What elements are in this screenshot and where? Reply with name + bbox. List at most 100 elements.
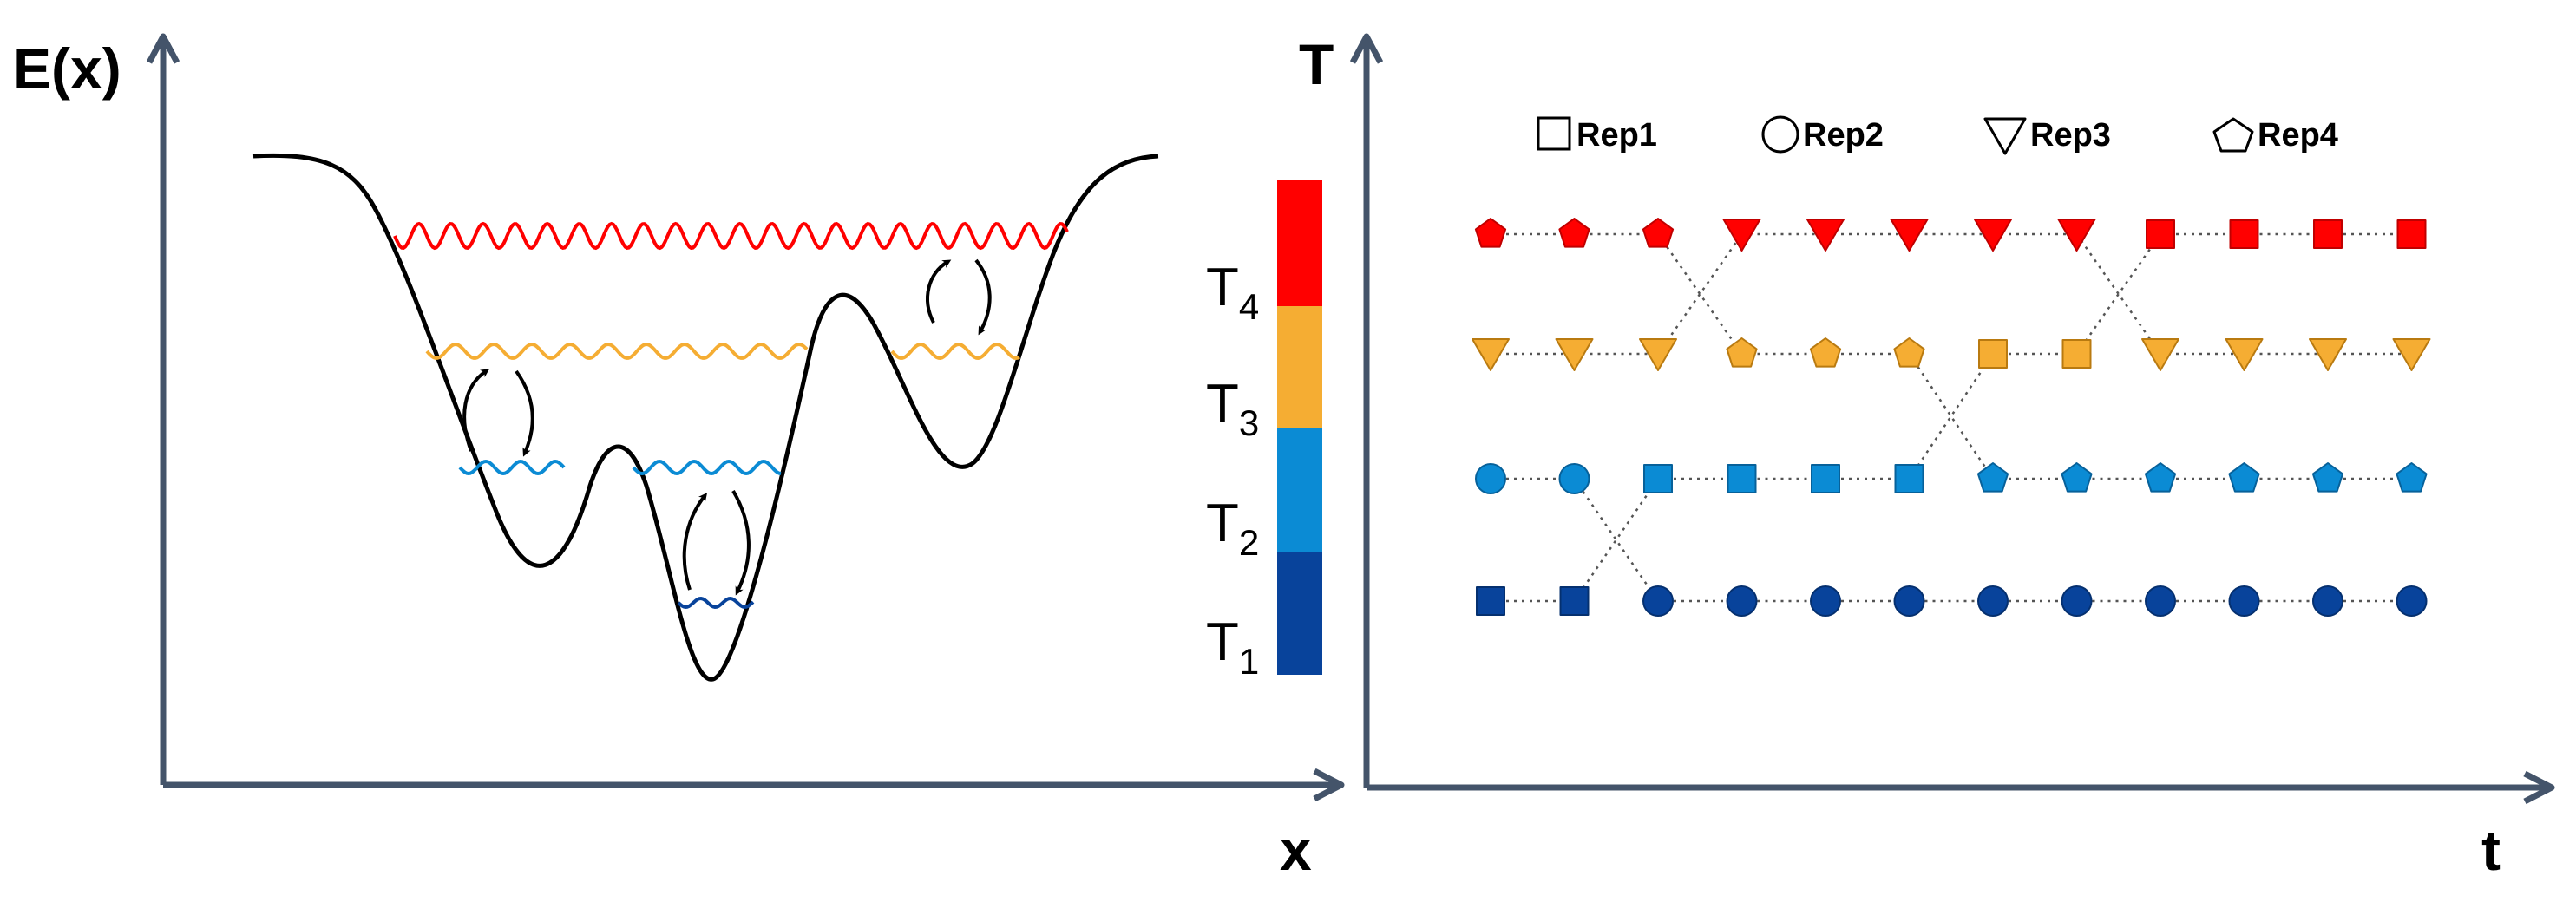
square-icon: [1537, 116, 1571, 151]
trajectory-link-triangle-down: [1656, 233, 1743, 355]
replica-timeline-panel: T t Rep1 Rep2 Rep3 Rep4: [1299, 32, 2555, 882]
replica-marker-t1-circle: [2396, 585, 2428, 617]
trajectory-link-square: [2075, 233, 2162, 355]
replica-marker-t2-square: [1894, 464, 1924, 493]
colorbar-label-t3: T3: [1206, 374, 1259, 443]
replica-marker-t3-triangle-down: [2225, 338, 2264, 371]
replica-marker-t1-circle: [2228, 585, 2260, 617]
wave-t4: [393, 221, 1069, 251]
swap-arrows-t4-t3: [926, 258, 992, 336]
legend-label-rep3: Rep3: [2030, 117, 2111, 154]
swap-arrow-up: [682, 493, 708, 591]
replica-marker-t1-circle: [1642, 585, 1674, 617]
legend-item-rep3: Rep3: [1983, 117, 2111, 155]
colorbar-segment-t1: [1277, 552, 1322, 675]
replica-marker-t4-pentagon: [1558, 218, 1590, 248]
swap-arrow-up: [926, 259, 952, 324]
pentagon-icon: [2212, 117, 2254, 153]
trajectory-link-circle: [1573, 478, 1660, 602]
energy-landscape-curve: [252, 153, 1159, 682]
swap-arrow-down: [515, 369, 534, 457]
replica-marker-t4-pentagon: [1642, 218, 1675, 248]
swap-arrow-down: [731, 489, 751, 596]
energy-landscape-panel: E(x) x T4 T3 T: [13, 33, 1345, 882]
replica-marker-t1-circle: [1810, 585, 1841, 617]
replica-marker-t1-square: [1559, 586, 1590, 616]
replica-marker-t2-pentagon: [2144, 462, 2177, 493]
replica-marker-t2-square: [1643, 464, 1673, 493]
legend-item-rep2: Rep2: [1761, 115, 1884, 154]
replica-marker-t4-square: [2146, 219, 2175, 249]
replica-marker-t3-pentagon: [1726, 337, 1758, 368]
replica-marker-t2-pentagon: [2228, 462, 2260, 493]
replica-marker-t4-triangle-down: [2057, 219, 2096, 252]
time-axis-arrow: [2523, 770, 2555, 805]
colorbar-segment-t3: [1277, 306, 1322, 428]
replica-marker-t3-triangle-down: [2141, 338, 2179, 371]
replica-marker-t1-circle: [2061, 585, 2093, 617]
replica-marker-t3-pentagon: [1809, 337, 1842, 368]
replica-legend: Rep1 Rep2 Rep3 Rep4: [1537, 115, 2338, 155]
colorbar-segment-t2: [1277, 428, 1322, 552]
replica-marker-t4-square: [2229, 219, 2259, 249]
wave-t1: [677, 596, 755, 610]
trajectory-link-pentagon: [1908, 353, 1995, 480]
replica-trajectory-links: [1491, 232, 2412, 603]
replica-marker-t1-circle: [1893, 585, 1925, 617]
replica-marker-t2-square: [1727, 464, 1757, 493]
wave-t2-middle-basin: [632, 459, 782, 476]
replica-marker-t3-triangle-down: [1555, 338, 1594, 371]
energy-x-axis-label: x: [1280, 818, 1312, 882]
trajectory-link-square: [1908, 353, 1995, 480]
replica-marker-t2-pentagon: [2061, 462, 2093, 493]
trajectory-link-pentagon: [1656, 233, 1743, 355]
replica-marker-t2-pentagon: [1976, 462, 2009, 493]
replica-marker-t4-triangle-down: [1722, 219, 1761, 252]
colorbar-label-t2: T2: [1206, 493, 1259, 563]
replica-marker-t2-square: [1811, 464, 1840, 493]
trajectory-link-square: [1573, 478, 1660, 602]
replica-marker-t2-circle: [1475, 463, 1506, 494]
legend-label-rep2: Rep2: [1803, 117, 1884, 154]
wave-t2-left-basin: [458, 459, 566, 476]
replica-marker-t4-square: [2313, 219, 2343, 249]
replica-marker-t2-pentagon: [2311, 462, 2344, 493]
swap-arrow-up: [462, 369, 490, 452]
time-axis-label: t: [2481, 818, 2501, 882]
replica-marker-t3-triangle-down: [2309, 338, 2347, 371]
colorbar-label-t4: T4: [1206, 258, 1259, 327]
colorbar-label-t1: T1: [1206, 612, 1259, 682]
replica-marker-t4-triangle-down: [1890, 219, 1929, 252]
replica-marker-t1-circle: [1977, 585, 2009, 617]
replica-marker-t4-pentagon: [1474, 218, 1507, 248]
swap-arrows-t3-t2: [462, 369, 534, 457]
replica-marker-t3-triangle-down: [2392, 338, 2431, 371]
energy-y-axis-label: E(x): [13, 36, 121, 101]
replica-marker-t1-square: [1476, 586, 1505, 616]
trajectory-link-triangle-down: [2075, 233, 2162, 355]
replica-marker-t1-circle: [2312, 585, 2343, 617]
wave-t3-left-basin: [425, 343, 809, 360]
triangle-down-icon: [1983, 117, 2027, 155]
replica-marker-t1-circle: [2145, 585, 2176, 617]
replica-marker-t3-square: [2061, 339, 2092, 369]
temperature-axis-label: T: [1299, 32, 1334, 96]
replica-marker-t3-pentagon: [1893, 337, 1925, 368]
legend-label-rep4: Rep4: [2258, 117, 2338, 154]
legend-item-rep4: Rep4: [2212, 117, 2338, 154]
energy-y-axis-arrow: [146, 33, 180, 64]
circle-icon: [1761, 115, 1799, 154]
colorbar-segment-t4: [1277, 180, 1322, 306]
temperature-colorbar: [1277, 180, 1322, 675]
swap-arrow-down: [974, 258, 992, 336]
wave-t3-right-basin: [890, 342, 1020, 361]
energy-x-axis-arrow: [1313, 768, 1345, 802]
replica-markers: [1472, 218, 2431, 617]
swap-arrows-t2-t1: [682, 489, 751, 596]
replica-marker-t4-triangle-down: [1806, 219, 1845, 252]
replica-marker-t3-square: [1978, 339, 2008, 369]
temperature-axis-arrow: [1349, 33, 1384, 64]
replica-marker-t2-circle: [1558, 463, 1590, 494]
replica-marker-t3-triangle-down: [1472, 338, 1510, 371]
